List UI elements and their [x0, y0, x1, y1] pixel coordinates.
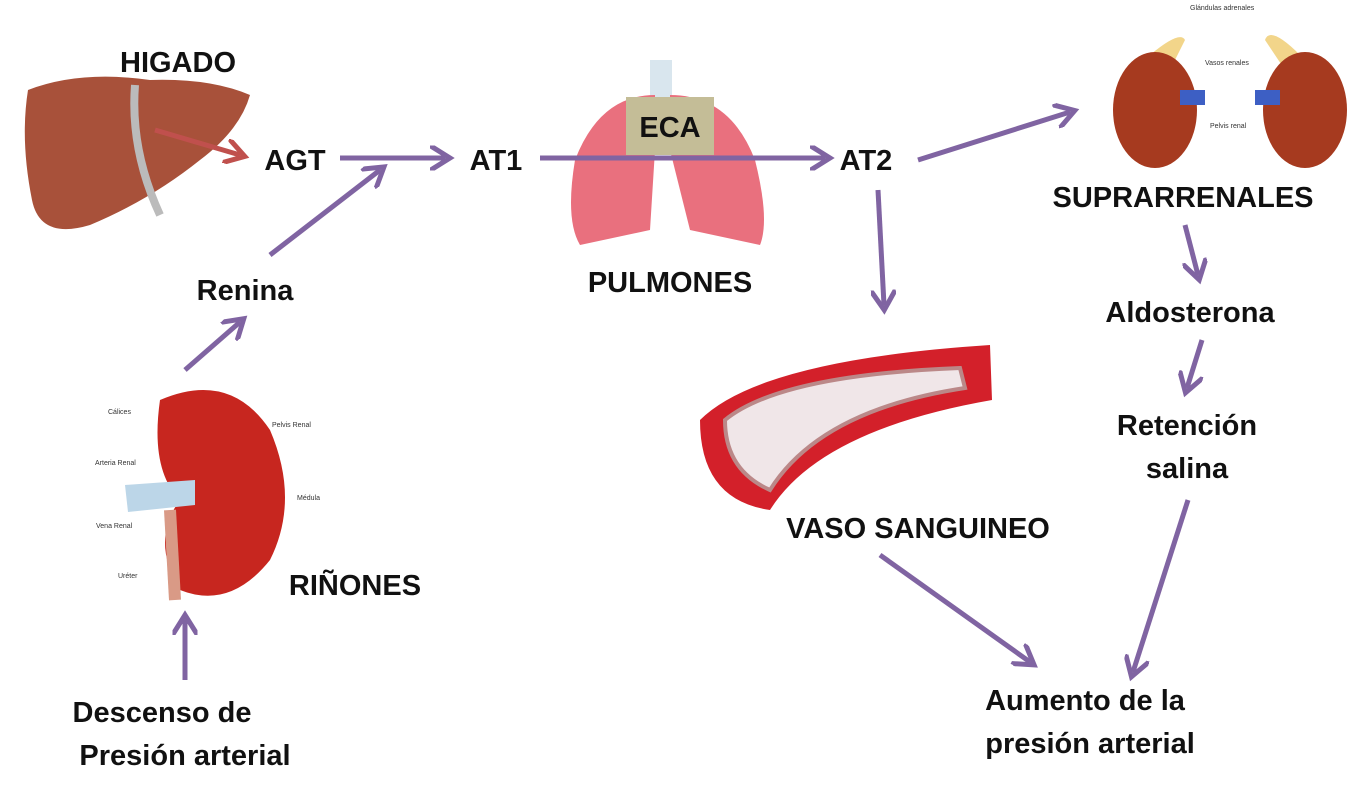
label-aldosterona: Aldosterona: [1105, 297, 1275, 329]
label-at2: AT2: [840, 145, 893, 177]
svg-text:Vena Renal: Vena Renal: [96, 523, 133, 530]
svg-text:Uréter: Uréter: [118, 573, 138, 580]
arrow-at2-suprarrenales: [917, 112, 1070, 163]
label-suprarrenales: SUPRARRENALES: [1052, 182, 1313, 214]
arrow-kidney-renina: [183, 322, 240, 372]
label-rinones: RIÑONES: [289, 568, 421, 602]
arrow-suprarrenales-aldosterona: [1185, 224, 1198, 275]
svg-text:Pelvis Renal: Pelvis Renal: [272, 422, 311, 429]
label-at1: AT1: [470, 145, 523, 177]
arrow-at2-vaso: [878, 189, 884, 305]
svg-text:Vasos renales: Vasos renales: [1205, 60, 1249, 67]
eca-box: [626, 97, 714, 155]
svg-text:Pelvis renal: Pelvis renal: [1210, 123, 1247, 130]
blood-vessel-image: [700, 345, 992, 510]
label-higado: HIGADO: [120, 47, 236, 79]
liver-image: [24, 76, 250, 230]
svg-text:Médula: Médula: [297, 495, 320, 502]
arrow-aldosterona-retencion: [1187, 339, 1205, 388]
arrow-vaso-aumento: [878, 552, 1030, 662]
label-retencion: Retención: [1117, 410, 1257, 442]
svg-text:Glándulas adrenales: Glándulas adrenales: [1190, 5, 1255, 12]
adrenal-kidneys-image: Glándulas adrenales Vasos renales Pelvis…: [1113, 5, 1347, 168]
arrow-renina-agt: [268, 170, 380, 257]
label-vaso-sanguineo: VASO SANGUINEO: [786, 513, 1050, 545]
label-eca: ECA: [639, 112, 700, 144]
svg-text:Arteria Renal: Arteria Renal: [95, 460, 136, 467]
svg-text:Cálices: Cálices: [108, 409, 131, 416]
label-agt: AGT: [264, 145, 326, 177]
arrow-liver-agt: [154, 127, 240, 155]
kidney-image: Cálices Pelvis Renal Arteria Renal Médul…: [95, 390, 320, 601]
label-presion-arterial-descenso: Presión arterial: [79, 740, 290, 772]
label-renina: Renina: [197, 275, 295, 307]
label-pulmones: PULMONES: [588, 267, 752, 299]
label-aumento: Aumento de la: [985, 685, 1186, 717]
label-presion-arterial-aumento: presión arterial: [985, 728, 1195, 760]
label-salina: salina: [1146, 453, 1229, 485]
arrow-retencion-aumento: [1133, 499, 1191, 672]
label-descenso: Descenso de: [73, 697, 252, 729]
